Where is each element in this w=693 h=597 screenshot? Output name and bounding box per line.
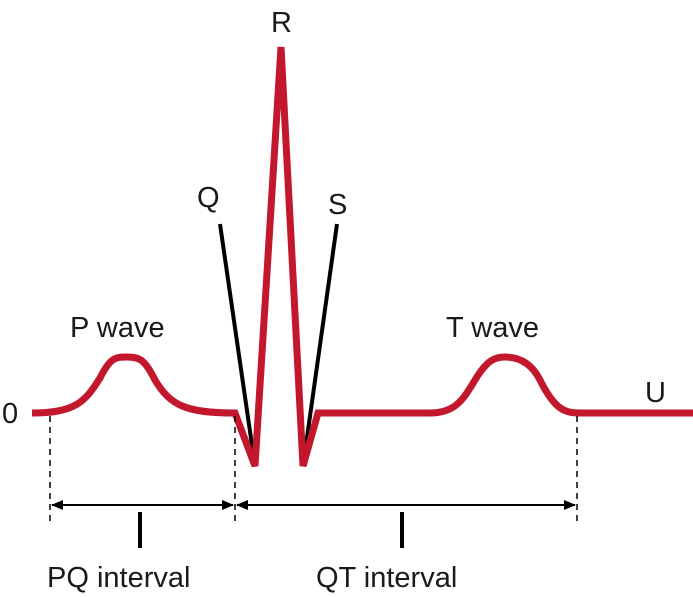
label-q: Q xyxy=(197,182,220,214)
label-pq-interval: PQ interval xyxy=(47,562,190,594)
s-leader-line xyxy=(301,223,339,467)
q-leader-line xyxy=(218,223,257,467)
label-r: R xyxy=(271,7,292,39)
label-t-wave: T wave xyxy=(446,312,539,344)
label-qt-interval: QT interval xyxy=(316,562,457,594)
label-s: S xyxy=(328,189,347,221)
ecg-trace xyxy=(31,46,693,468)
label-zero: 0 xyxy=(2,398,18,430)
label-u: U xyxy=(645,377,666,409)
label-p-wave: P wave xyxy=(70,312,165,344)
